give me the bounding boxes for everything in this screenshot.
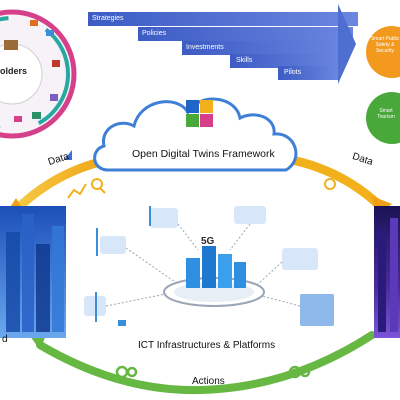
stakeholders-title: olders (0, 66, 28, 76)
stakeholder-icon (32, 112, 41, 119)
network-node (282, 248, 318, 270)
stakeholder-icon (46, 30, 54, 36)
stakeholder-icon (30, 20, 38, 26)
stakeholders-panel (0, 0, 77, 160)
puzzle-icon (186, 100, 199, 113)
right-circles (366, 26, 400, 144)
stakeholder-icon (50, 94, 58, 101)
network-node (150, 208, 178, 228)
stakeholder-icon (52, 60, 60, 67)
smart-safety-label: Smart Public Safety & Security (370, 36, 400, 54)
step-arrow-bar (182, 41, 348, 55)
network-node (234, 206, 266, 224)
step-label-investments: Investments (186, 44, 224, 51)
fiveg-label: 5G (201, 236, 215, 247)
building-icon (186, 258, 200, 288)
right-city-photo (374, 206, 400, 338)
ict-label: ICT Infrastructures & Platforms (138, 340, 276, 351)
actions-label: Actions (192, 376, 225, 387)
step-label-pilots: Pilots (284, 69, 302, 76)
smart-safety-circle (366, 26, 400, 78)
gear-icon (324, 178, 336, 190)
open-digital-twins-cloud (93, 97, 298, 172)
search-icon (91, 178, 103, 190)
staircase-arrowhead (338, 4, 356, 84)
gear-icon (299, 366, 311, 378)
network-node (100, 236, 126, 254)
building-icon (4, 40, 18, 50)
left-city-photo (0, 206, 66, 338)
smart-tourism-label: Smart Tourism (377, 108, 395, 120)
gear-icon (115, 365, 129, 379)
analytics-icons (67, 178, 336, 199)
step-arrow-bar (278, 66, 338, 80)
smart-tourism-circle (366, 92, 400, 144)
ict-city (84, 206, 334, 326)
step-label-skills: Skills (236, 57, 253, 64)
chart-icon (67, 183, 87, 199)
cloud-label: Open Digital Twins Framework (132, 148, 275, 160)
step-label-strategies: Strategies (92, 15, 124, 22)
stakeholder-icon (14, 116, 22, 122)
step-arrow-bar (230, 54, 343, 68)
gear-icon (126, 366, 138, 378)
building-icon (300, 294, 334, 326)
staircase-arrows (88, 4, 358, 84)
step-arrow-bar (138, 27, 353, 41)
step-label-policies: Policies (142, 30, 167, 37)
actions-arrow (36, 331, 376, 395)
step-arrow-bar (88, 12, 358, 26)
left-photo-label: d (2, 334, 8, 345)
